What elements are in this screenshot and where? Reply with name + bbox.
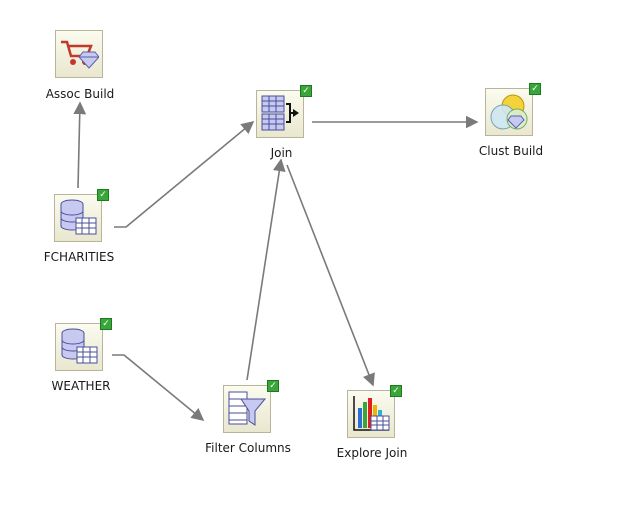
clust-build-tile[interactable] (485, 88, 533, 136)
fcharities-label: FCHARITIES (43, 250, 115, 264)
link-fcharities-assoc-build[interactable] (73, 101, 87, 189)
node-clust-build[interactable]: ✓ Clust Build (451, 83, 571, 163)
node-fcharities[interactable]: ✓ FCHARITIES (19, 189, 139, 269)
explore-join-status-check-icon: ✓ (390, 385, 402, 397)
link-fcharities-join[interactable] (114, 120, 255, 228)
weather-status-check-icon: ✓ (100, 318, 112, 330)
explore-join-tile[interactable] (347, 390, 395, 438)
assoc-build-label: Assoc Build (45, 87, 115, 101)
fcharities-status-check-icon: ✓ (97, 189, 109, 201)
clust-build-status-check-icon: ✓ (529, 83, 541, 95)
filter-columns-tile[interactable] (223, 385, 271, 433)
join-status-check-icon: ✓ (300, 85, 312, 97)
join-label: Join (270, 146, 293, 160)
clustering-icon (490, 94, 528, 130)
join-tables-icon (261, 95, 299, 131)
node-explore-join[interactable]: ✓ Explore Join (312, 385, 432, 465)
link-filter-columns-join[interactable] (246, 158, 286, 381)
filter-columns-label: Filter Columns (205, 441, 291, 455)
bar-chart-table-icon (353, 396, 390, 431)
node-weather[interactable]: ✓ WEATHER (21, 318, 141, 398)
database-table-icon (61, 328, 98, 364)
weather-tile[interactable] (55, 323, 103, 371)
filter-columns-status-check-icon: ✓ (267, 380, 279, 392)
node-join[interactable]: ✓ Join (224, 85, 344, 165)
link-join-explore-join[interactable] (286, 164, 375, 387)
shopping-cart-diamond-icon (61, 40, 99, 69)
clust-build-label: Clust Build (478, 144, 544, 158)
filter-columns-icon (228, 391, 267, 426)
database-table-icon (60, 199, 97, 235)
link-weather-filter-columns[interactable] (112, 354, 205, 422)
node-assoc-build[interactable]: Assoc Build (20, 30, 140, 105)
assoc-build-tile[interactable] (55, 30, 103, 78)
fcharities-tile[interactable] (54, 194, 102, 242)
weather-label: WEATHER (51, 379, 111, 393)
join-tile[interactable] (256, 90, 304, 138)
node-filter-columns[interactable]: ✓ Filter Columns (188, 380, 308, 460)
explore-join-label: Explore Join (336, 446, 408, 460)
